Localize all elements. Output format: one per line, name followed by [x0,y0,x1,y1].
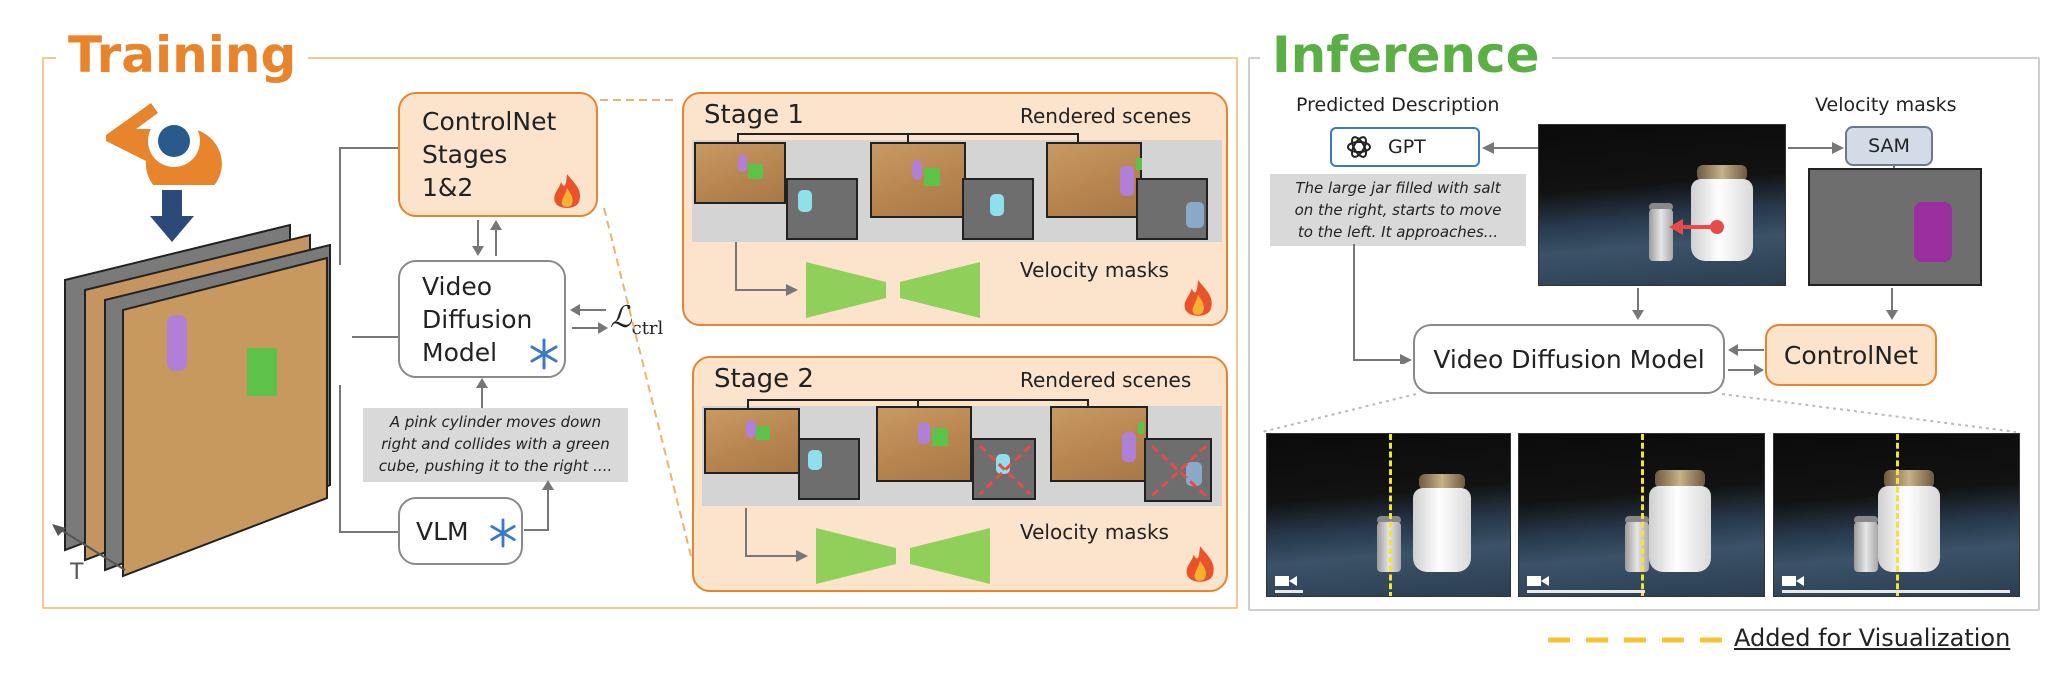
stage2-mask-2 [972,438,1036,500]
stage2-frame-2 [876,406,972,482]
caption-line-3: cube, pushing it to the right .... [378,456,613,475]
velocity-masks-label: Velocity masks [1815,94,1957,116]
controlnet-line-3: 1&2 [422,173,474,202]
stage1-mask-3 [1136,178,1208,240]
camera-icon [1527,576,1549,586]
photo-to-vdm-arrow [1632,288,1644,320]
inference-panel [1248,57,2040,611]
caption-line-2: right and collides with a green [381,434,610,453]
output-progress-2 [1527,590,1645,593]
sam-to-mask-arrow [1893,164,1895,168]
stage2-mask-1 [798,438,860,500]
output-frame-1 [1266,433,1511,597]
fire-icon [1186,546,1214,582]
photo-to-sam-arrow [1788,142,1844,154]
stage1-frame-2 [870,142,966,218]
inference-controlnet-box: ControlNet [1765,324,1937,386]
description-line-1: The large jar filled with salt [1295,179,1501,197]
gpt-label: GPT [1388,136,1426,158]
mask-to-controlnet-arrow [1886,288,1898,320]
openai-logo-icon [1347,136,1371,158]
stage1-frame-1 [694,142,786,204]
training-caption: A pink cylinder moves down right and col… [363,408,628,482]
camera-icon [1275,576,1297,586]
stage1-title: Stage 1 [704,100,804,130]
inference-vdm-label: Video Diffusion Model [1433,344,1705,374]
fire-icon [554,174,581,208]
snowflake-icon [530,338,558,370]
blender-logo-icon [106,103,222,185]
inference-vdm-box: Video Diffusion Model [1413,324,1725,394]
velocity-mask-output [1808,168,1982,286]
output-fan-lines [1261,393,2017,433]
loss-label: ℒctrl [610,300,663,339]
caption-to-vdm-arrow [476,378,488,408]
stage1-velocity-label: Velocity masks [1020,258,1169,282]
vdm-controlnet-arrows [1728,344,1764,376]
stage1-mask-1 [786,178,858,240]
training-panel [42,57,1238,609]
output-frame-2 [1518,433,1765,597]
sam-box: SAM [1845,126,1933,166]
photo-to-gpt-arrow [1482,142,1538,154]
stage2-title: Stage 2 [714,364,814,394]
inference-description: The large jar filled with salt on the ri… [1270,174,1526,246]
stage2-cross-1 [978,444,1032,496]
stage2-rendered-label: Rendered scenes [1020,368,1192,392]
inference-title: Inference [1260,30,1552,80]
stage1-frame-3 [1046,142,1142,218]
fire-icon [1184,280,1212,316]
vlm-label: VLM [416,516,469,546]
controlnet-line-2: Stages [422,140,508,169]
output-progress-1 [1275,590,1303,593]
snowflake-icon [490,518,516,548]
stage2-frame-1 [704,408,800,474]
stage2-cross-2 [1150,444,1208,498]
description-line-2: on the right, starts to move [1294,200,1502,219]
down-arrow-icon [150,190,194,242]
legend-dash-swatch [1548,637,1722,643]
cn-vdm-arrows [472,220,502,256]
inference-controlnet-label: ControlNet [1783,340,1919,370]
loss-arrows [570,304,608,334]
stage2-panel: Stage 2 Rendered scenes [692,356,1228,592]
loss-symbol: ℒ [610,300,632,335]
vdm-line-2: Diffusion [422,304,533,334]
stage2-mask-3 [1144,438,1212,502]
loss-subscript: ctrl [631,318,664,339]
caption-line-1: A pink cylinder moves down [389,413,602,431]
stage1-mask-2 [962,178,1034,240]
motion-arrow-icon [1669,219,1724,235]
output-progress-3 [1782,590,2010,593]
stage2-encoder [745,508,990,584]
controlnet-line-1: ControlNet [422,107,557,136]
stage1-panel: Stage 1 Rendered scenes Velocity masks [682,92,1228,326]
stage-connector-lines [600,99,693,561]
stage1-encoder [735,242,980,318]
frame-stack [64,223,331,578]
legend-label: Added for Visualization [1734,624,2011,652]
camera-icon [1782,576,1804,586]
vlm-to-caption-arrow [524,480,554,531]
output-frame-3 [1773,433,2020,597]
stage2-frame-3 [1050,406,1148,482]
predicted-description-label: Predicted Description [1296,94,1500,116]
description-line-3: to the left. It approaches... [1297,222,1499,241]
vdm-line-1: Video [422,271,493,301]
time-axis-label: T [70,560,84,585]
controlnet-stages-box: ControlNet Stages 1&2 [398,92,598,217]
input-image [1538,124,1786,286]
time-axis-arrow [52,524,126,571]
gpt-box: GPT [1330,127,1480,167]
stage2-velocity-label: Velocity masks [1020,520,1169,544]
stage1-rendered-label: Rendered scenes [1020,104,1192,128]
training-title: Training [56,30,309,80]
description-to-vdm-arrow [1353,244,1412,364]
vdm-line-3: Model [422,337,498,367]
sam-label: SAM [1868,135,1910,157]
